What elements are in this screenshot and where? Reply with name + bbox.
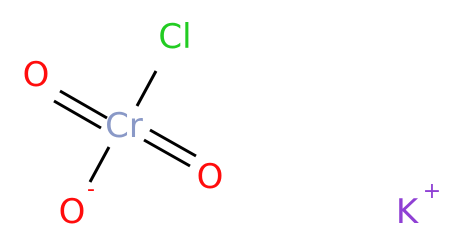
bonds xyxy=(53,70,197,183)
bond-cr-o-anion xyxy=(88,146,111,183)
bond-cr-cl xyxy=(135,70,158,107)
atom-potassium: K xyxy=(396,192,420,232)
charge-oxygen-anion: - xyxy=(87,177,95,202)
bond-cr-o-right xyxy=(143,128,197,168)
atom-oxygen-anion: O xyxy=(59,192,86,232)
atom-chromium: Cr xyxy=(105,106,143,146)
atom-chlorine: Cl xyxy=(158,17,191,57)
charge-potassium: + xyxy=(423,179,441,204)
bond-cr-o-left xyxy=(53,89,108,130)
atom-oxygen-right: O xyxy=(197,157,224,197)
atom-oxygen-left: O xyxy=(23,55,50,95)
